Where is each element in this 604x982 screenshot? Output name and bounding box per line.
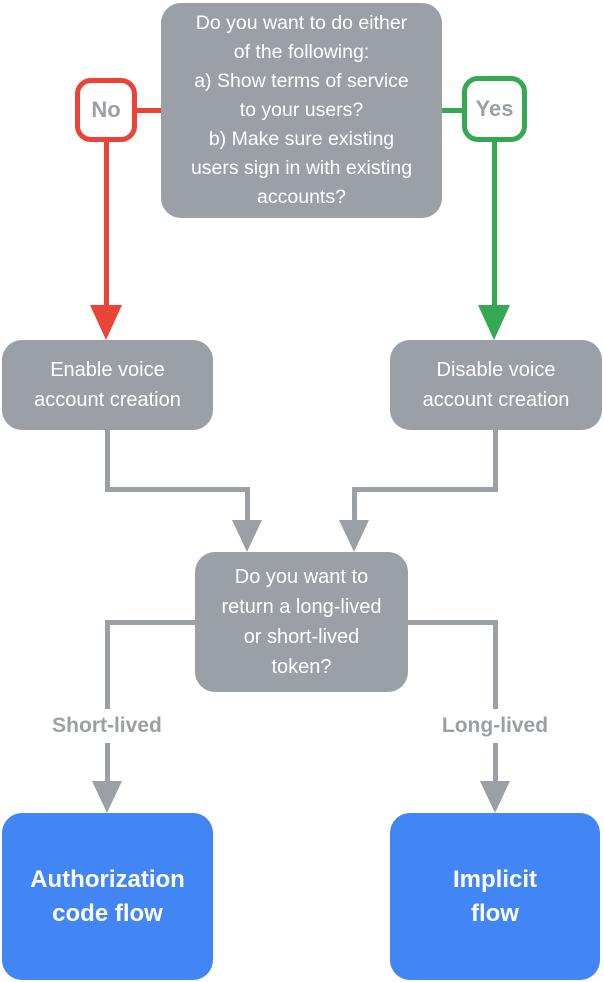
arrow-down-gray-icon: [480, 781, 510, 813]
question-node-token-lifetime: Do you want to return a long-lived or sh…: [195, 552, 408, 692]
arrow-down-green-icon: [478, 305, 510, 340]
long-lived-edge-label: Long-lived: [410, 709, 580, 743]
edge-yes-vertical: [492, 141, 497, 306]
no-badge: No: [75, 78, 137, 142]
question-node-terms-of-service: Do you want to do either of the followin…: [161, 3, 442, 218]
edge-no-vertical: [104, 140, 109, 306]
edge-disable-horizontal: [352, 487, 498, 492]
edge-no-horizontal: [137, 108, 163, 113]
edge-short-vertical: [105, 620, 110, 783]
arrow-down-gray-icon: [92, 781, 122, 813]
arrow-down-red-icon: [90, 305, 122, 340]
edge-short-horizontal: [105, 620, 197, 625]
node-authorization-code-flow: Authorization code flow: [2, 813, 213, 980]
short-lived-edge-label: Short-lived: [22, 709, 192, 743]
edge-disable-drop: [352, 487, 357, 522]
edge-yes-horizontal: [442, 108, 464, 113]
yes-badge: Yes: [462, 76, 527, 142]
node-implicit-flow: Implicit flow: [390, 813, 600, 980]
node-enable-voice-account-creation: Enable voice account creation: [2, 340, 213, 430]
node-disable-voice-account-creation: Disable voice account creation: [390, 340, 602, 430]
edge-enable-vertical: [105, 430, 110, 490]
edge-enable-drop: [245, 487, 250, 522]
edge-long-vertical: [493, 620, 498, 783]
edge-disable-vertical: [493, 430, 498, 490]
arrow-down-gray-icon: [232, 520, 262, 552]
edge-long-horizontal: [406, 620, 498, 625]
arrow-down-gray-icon: [339, 520, 369, 552]
edge-enable-horizontal: [105, 487, 250, 492]
